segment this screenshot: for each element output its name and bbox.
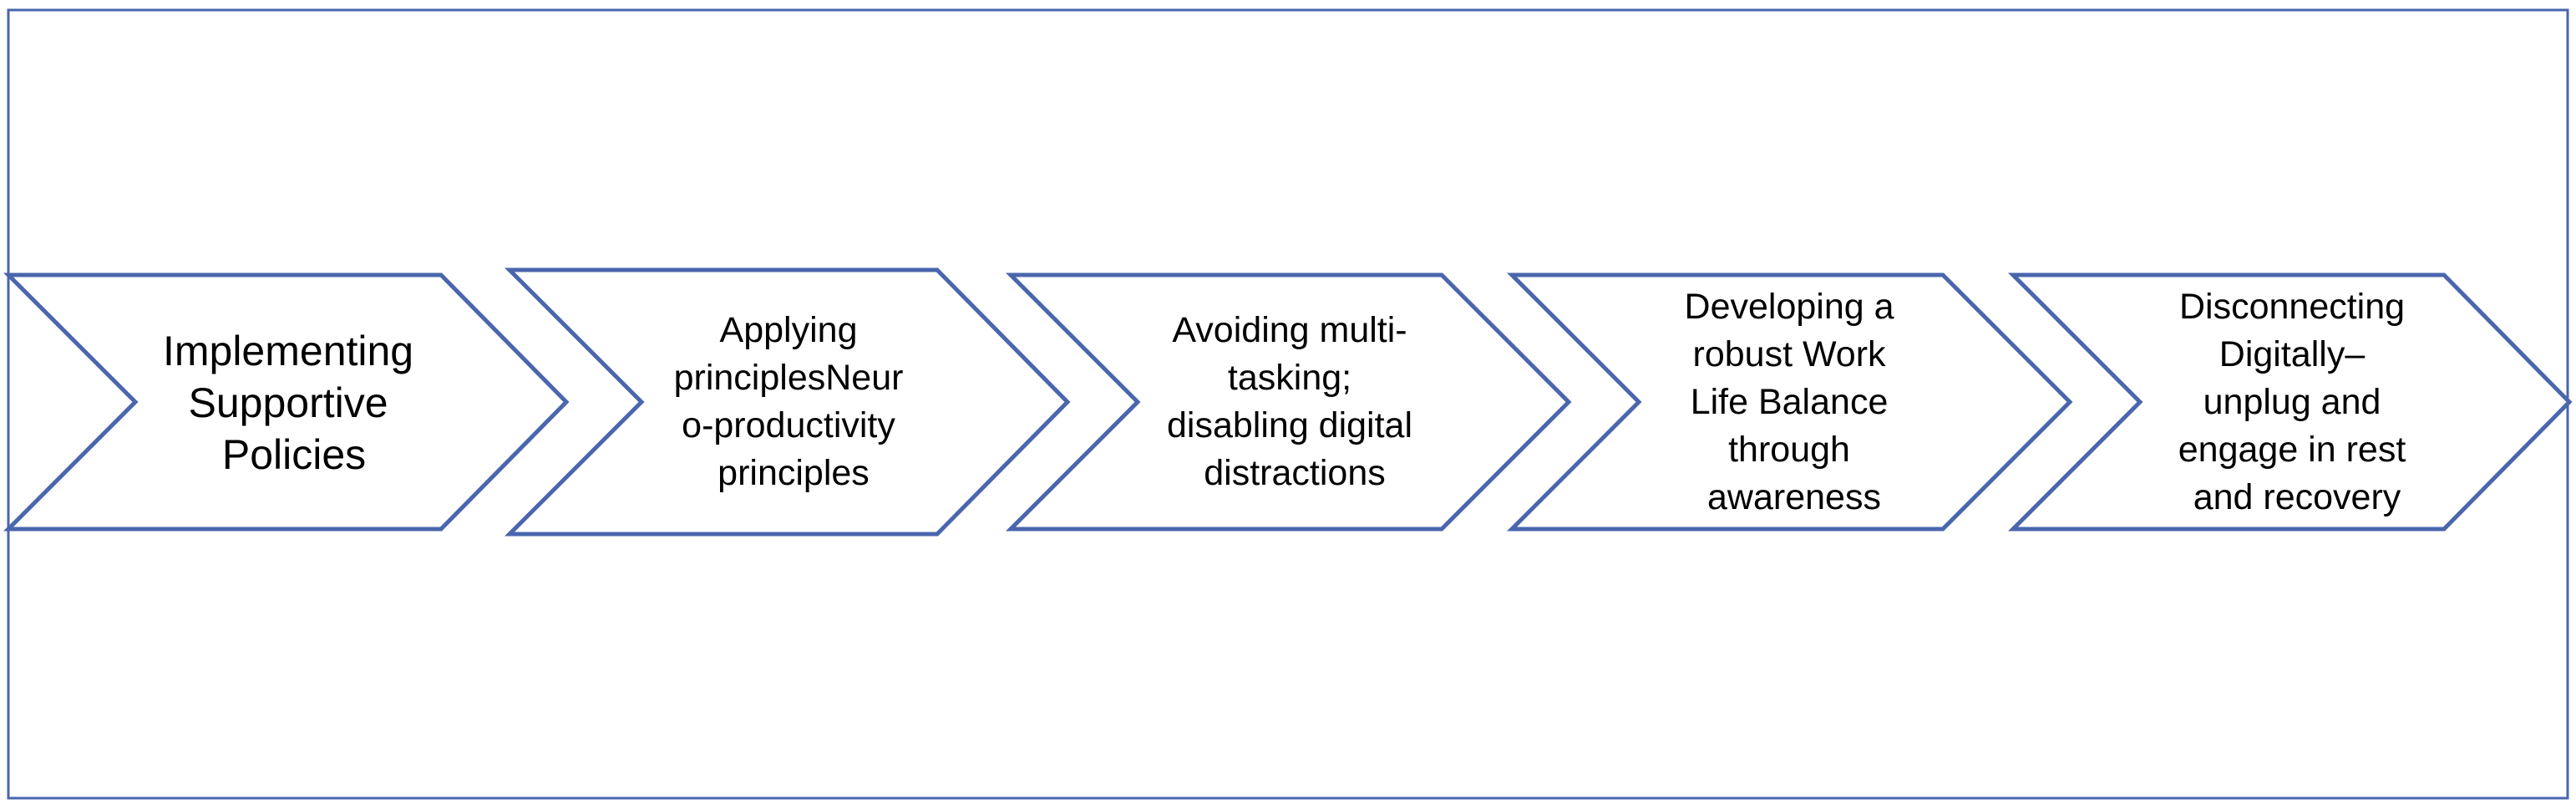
step-5-line-5: and recovery [2193,477,2401,517]
step-3-text: Avoiding multi- tasking; disabling digit… [1167,310,1422,493]
chevron-step-2: Applying principlesNeur o-productivity p… [504,267,1071,537]
step-2-line-1: Applying [720,310,858,350]
step-4-line-3: Life Balance [1691,382,1889,422]
step-2-line-2: principlesNeur [674,358,904,398]
step-4-line-1: Developing a [1685,287,1894,327]
step-5-line-1: Disconnecting [2179,287,2405,327]
chevron-step-5: Disconnecting Digitally– unplug and enga… [2007,272,2573,532]
chevron-step-3: Avoiding multi- tasking; disabling digit… [1005,272,1572,532]
step-4-line-5: awareness [1707,477,1881,517]
step-2-text: Applying principlesNeur o-productivity p… [674,310,914,493]
step-2-line-4: principles [718,453,870,493]
step-4-line-4: through [1728,430,1850,470]
step-1-line-3: Policies [222,431,366,478]
step-1-line-1: Implementing [163,328,413,374]
step-3-line-2: tasking; [1228,358,1351,398]
step-3-line-1: Avoiding multi- [1172,310,1407,350]
step-5-text: Disconnecting Digitally– unplug and enga… [2178,287,2416,517]
step-3-line-3: disabling digital [1167,405,1412,445]
chevron-step-1: Implementing Supportive Policies [3,272,570,532]
step-1-line-2: Supportive [189,379,388,426]
step-2-line-3: o-productivity [682,405,895,445]
step-1-text: Implementing Supportive Policies [163,328,425,478]
step-5-line-4: engage in rest [2178,430,2406,470]
chevron-shape-5 [2007,272,2573,532]
chevron-shape-2 [504,267,1071,537]
chevron-step-4: Developing a robust Work Life Balance th… [1506,272,2073,532]
step-4-text: Developing a robust Work Life Balance th… [1685,287,1904,517]
step-5-line-3: unplug and [2203,382,2381,422]
chevron-shape-3 [1005,272,1572,532]
step-4-line-2: robust Work [1693,334,1886,374]
chevron-shape-1 [3,272,570,532]
step-5-line-2: Digitally– [2219,334,2366,374]
chevron-shape-4 [1506,272,2073,532]
step-3-line-4: distractions [1204,453,1385,493]
